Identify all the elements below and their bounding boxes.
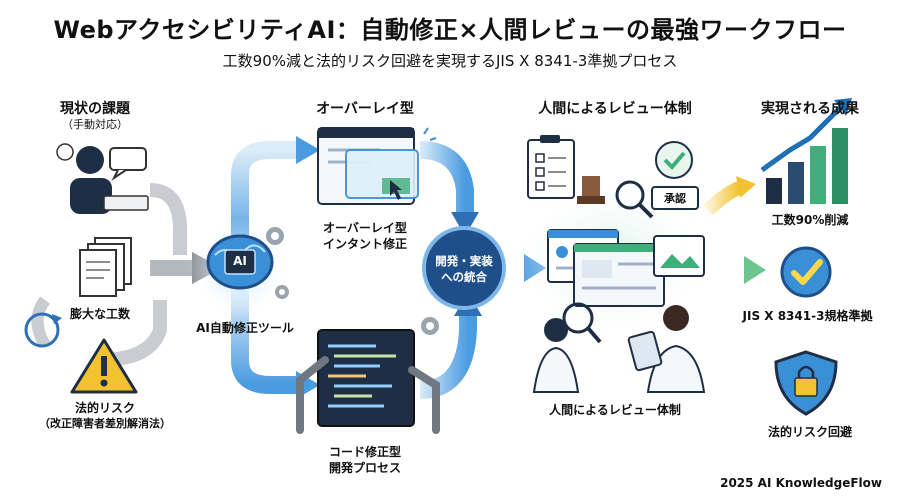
ai-tool-label: AI自動修正ツール (196, 321, 294, 335)
code-fix-label-1: コード修正型 (328, 445, 401, 459)
overlay-browser-windows (317, 127, 437, 205)
workload-label: 膨大な工数 (69, 307, 130, 321)
documents-stack-icon (79, 237, 132, 297)
page-title: WebアクセシビリティAI：自動修正×人間レビューの最強ワークフロー (53, 16, 847, 44)
ai-badge: AI (233, 254, 247, 268)
legal-risk-sub: （改正障害者差別解消法） (39, 417, 171, 430)
current-issues-subheading: （手動対応） (62, 118, 128, 131)
ai-flow-ribbons (231, 136, 546, 399)
warning-triangle-icon (70, 338, 138, 394)
stressed-worker-icon (56, 143, 149, 214)
legal-risk-label: 法的リスク (74, 401, 135, 415)
risk-avoidance-label: 法的リスク回避 (767, 425, 852, 439)
human-review-label: 人間によるレビュー体制 (549, 403, 681, 417)
approval-stamp-text: 承認 (664, 192, 686, 205)
code-editor-robot-arms (296, 317, 440, 434)
jis-compliance-label: JIS X 8341-3規格準拠 (742, 309, 873, 323)
results-heading: 実現される成果 (761, 101, 859, 117)
overlay-label-1: オーバーレイ型 (323, 221, 407, 235)
result-arrows (703, 176, 766, 284)
current-issues-heading: 現状の課題 (60, 101, 130, 117)
overlay-heading: オーバーレイ型 (316, 101, 414, 117)
overlay-label-2: インタント修正 (322, 237, 407, 251)
human-review-scene (512, 135, 712, 393)
ai-brain-icon (190, 218, 290, 318)
integration-label-1: 開発・実装 (435, 254, 493, 268)
human-review-heading: 人間によるレビュー体制 (538, 101, 692, 117)
integration-label-2: への統合 (441, 270, 487, 284)
footer-credit: 2025 AI KnowledgeFlow (720, 476, 882, 490)
page-subtitle: 工数90%減と法的リスク回避を実現するJIS X 8341-3準拠プロセス (222, 52, 678, 70)
cycle-arrows-icon (24, 312, 62, 348)
shield-lock-icon (774, 350, 838, 416)
reduction-label: 工数90%削減 (771, 213, 849, 227)
integration-hub (422, 226, 506, 310)
growth-chart-icon (760, 98, 852, 204)
compliance-check-icon (780, 246, 832, 298)
code-fix-label-2: 開発プロセス (328, 461, 401, 475)
